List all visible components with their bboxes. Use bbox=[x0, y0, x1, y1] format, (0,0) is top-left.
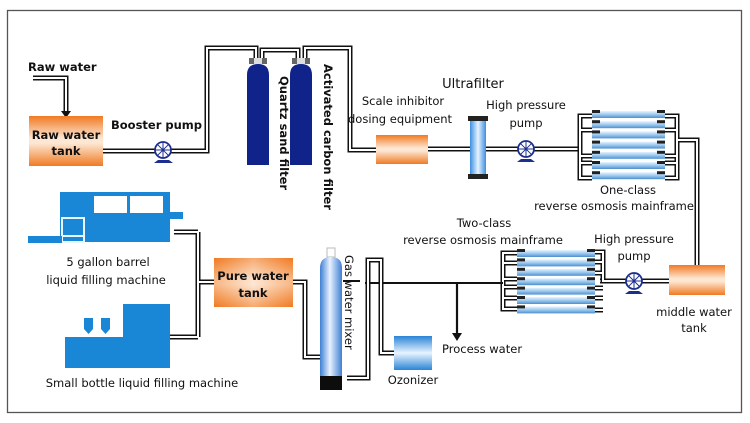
quartz-sand-filter[interactable]: Quartz sand filter bbox=[247, 58, 291, 190]
ozonizer-label: Ozonizer bbox=[388, 373, 439, 387]
quartz-sand-filter-label: Quartz sand filter bbox=[277, 76, 291, 190]
high-pressure-pump-2-label: High pressure bbox=[594, 232, 674, 246]
high-pressure-pump-1-label: High pressure bbox=[486, 98, 566, 112]
membrane-tube bbox=[592, 162, 665, 169]
membrane-end-cap bbox=[592, 110, 600, 113]
high-pressure-pump-2-label-2: pump bbox=[617, 249, 650, 263]
activated-carbon-filter-label: Activated carbon filter bbox=[321, 64, 335, 210]
membrane-end-cap bbox=[517, 305, 525, 309]
membrane-tube bbox=[592, 121, 665, 129]
booster-pump[interactable] bbox=[154, 141, 173, 163]
activated-carbon-filter[interactable]: Activated carbon filter bbox=[290, 58, 335, 210]
gas-water-mixer[interactable]: Gas water mixer bbox=[320, 247, 356, 390]
membrane-end-cap bbox=[517, 267, 525, 271]
high-pressure-pump-1[interactable] bbox=[517, 140, 535, 162]
membrane-end-cap bbox=[517, 277, 525, 281]
two-class-label: Two-class bbox=[456, 216, 511, 230]
scale-inhibitor-label: Scale inhibitor bbox=[362, 94, 445, 108]
membrane-end-cap bbox=[587, 296, 595, 299]
membrane-end-cap bbox=[592, 120, 600, 124]
membrane-end-cap bbox=[517, 296, 525, 299]
middle-water-tank[interactable] bbox=[669, 265, 725, 295]
raw-water-tank-label-2: tank bbox=[51, 144, 80, 158]
pure-water-tank-label: Pure water bbox=[217, 269, 289, 283]
barrel-filling-machine[interactable] bbox=[28, 192, 183, 243]
membrane-end-cap bbox=[657, 130, 665, 134]
membrane-end-cap bbox=[592, 140, 600, 144]
raw-water-tank[interactable]: Raw water tank bbox=[29, 116, 103, 166]
membrane-end-cap bbox=[587, 286, 595, 290]
raw-water-tank-label: Raw water bbox=[32, 128, 101, 142]
membrane-end-cap bbox=[592, 130, 600, 134]
membrane-end-cap bbox=[517, 249, 525, 252]
raw-water-label: Raw water bbox=[28, 60, 97, 74]
small-bottle-filler-label: Small bottle liquid filling machine bbox=[46, 376, 239, 390]
small-bottle-filling-machine[interactable] bbox=[65, 304, 170, 368]
barrel-filler-label: 5 gallon barrel bbox=[66, 255, 149, 269]
process-water-label: Process water bbox=[442, 342, 522, 356]
membrane-tube bbox=[592, 151, 665, 159]
membrane-end-cap bbox=[587, 277, 595, 281]
membrane-end-cap bbox=[657, 161, 665, 164]
ozonizer[interactable] bbox=[394, 336, 432, 370]
scale-inhibitor-dosing-equipment[interactable] bbox=[376, 135, 428, 164]
membrane-end-cap bbox=[592, 171, 600, 175]
membrane-end-cap bbox=[657, 120, 665, 124]
membrane-end-cap bbox=[587, 249, 595, 252]
membrane-tube bbox=[517, 268, 595, 276]
pure-water-tank-label-2: tank bbox=[238, 286, 267, 300]
pump-icon bbox=[517, 140, 535, 162]
membrane-tube bbox=[592, 141, 665, 149]
membrane-end-cap bbox=[587, 305, 595, 309]
pure-water-tank[interactable]: Pure water tank bbox=[214, 258, 293, 307]
membrane-end-cap bbox=[587, 267, 595, 271]
process-water-arrow bbox=[452, 333, 462, 341]
membrane-end-cap bbox=[657, 110, 665, 113]
high-pressure-pump-1-label-2: pump bbox=[509, 116, 542, 130]
membrane-tube bbox=[517, 306, 595, 314]
membrane-end-cap bbox=[517, 286, 525, 290]
ultrafilter[interactable] bbox=[468, 116, 488, 179]
membrane-end-cap bbox=[657, 140, 665, 144]
middle-tank-label-2: tank bbox=[681, 321, 707, 335]
two-class-label-2: reverse osmosis mainframe bbox=[403, 233, 563, 247]
membrane-end-cap bbox=[517, 258, 525, 262]
ultrafilter-label: Ultrafilter bbox=[442, 77, 504, 92]
two-class-ro-mainframe[interactable] bbox=[517, 249, 595, 314]
one-class-label: One-class bbox=[600, 183, 656, 197]
barrel-filler-label-2: liquid filling machine bbox=[46, 273, 166, 287]
membrane-end-cap bbox=[592, 150, 600, 154]
membrane-tube bbox=[592, 172, 665, 180]
membrane-tube bbox=[592, 111, 665, 118]
gas-water-mixer-label: Gas water mixer bbox=[342, 255, 356, 350]
middle-tank-label: middle water bbox=[656, 305, 732, 319]
raw-water-arrow bbox=[61, 111, 71, 118]
membrane-tube bbox=[517, 250, 595, 257]
membrane-tube bbox=[517, 297, 595, 304]
membrane-end-cap bbox=[657, 171, 665, 175]
pump-icon bbox=[625, 272, 643, 294]
membrane-end-cap bbox=[657, 150, 665, 154]
membrane-end-cap bbox=[587, 258, 595, 262]
membrane-tube bbox=[517, 259, 595, 267]
one-class-label-2: reverse osmosis mainframe bbox=[534, 199, 694, 213]
scale-inhibitor-label-2: dosing equipment bbox=[348, 112, 452, 126]
membrane-tube bbox=[517, 278, 595, 286]
pump-icon bbox=[154, 141, 173, 163]
diagram-frame bbox=[6, 9, 743, 414]
membrane-end-cap bbox=[592, 161, 600, 164]
one-class-ro-mainframe[interactable] bbox=[592, 110, 665, 180]
high-pressure-pump-2[interactable] bbox=[625, 272, 643, 294]
membrane-tube bbox=[592, 131, 665, 139]
membrane-tube bbox=[517, 287, 595, 295]
booster-pump-label: Booster pump bbox=[111, 118, 202, 132]
